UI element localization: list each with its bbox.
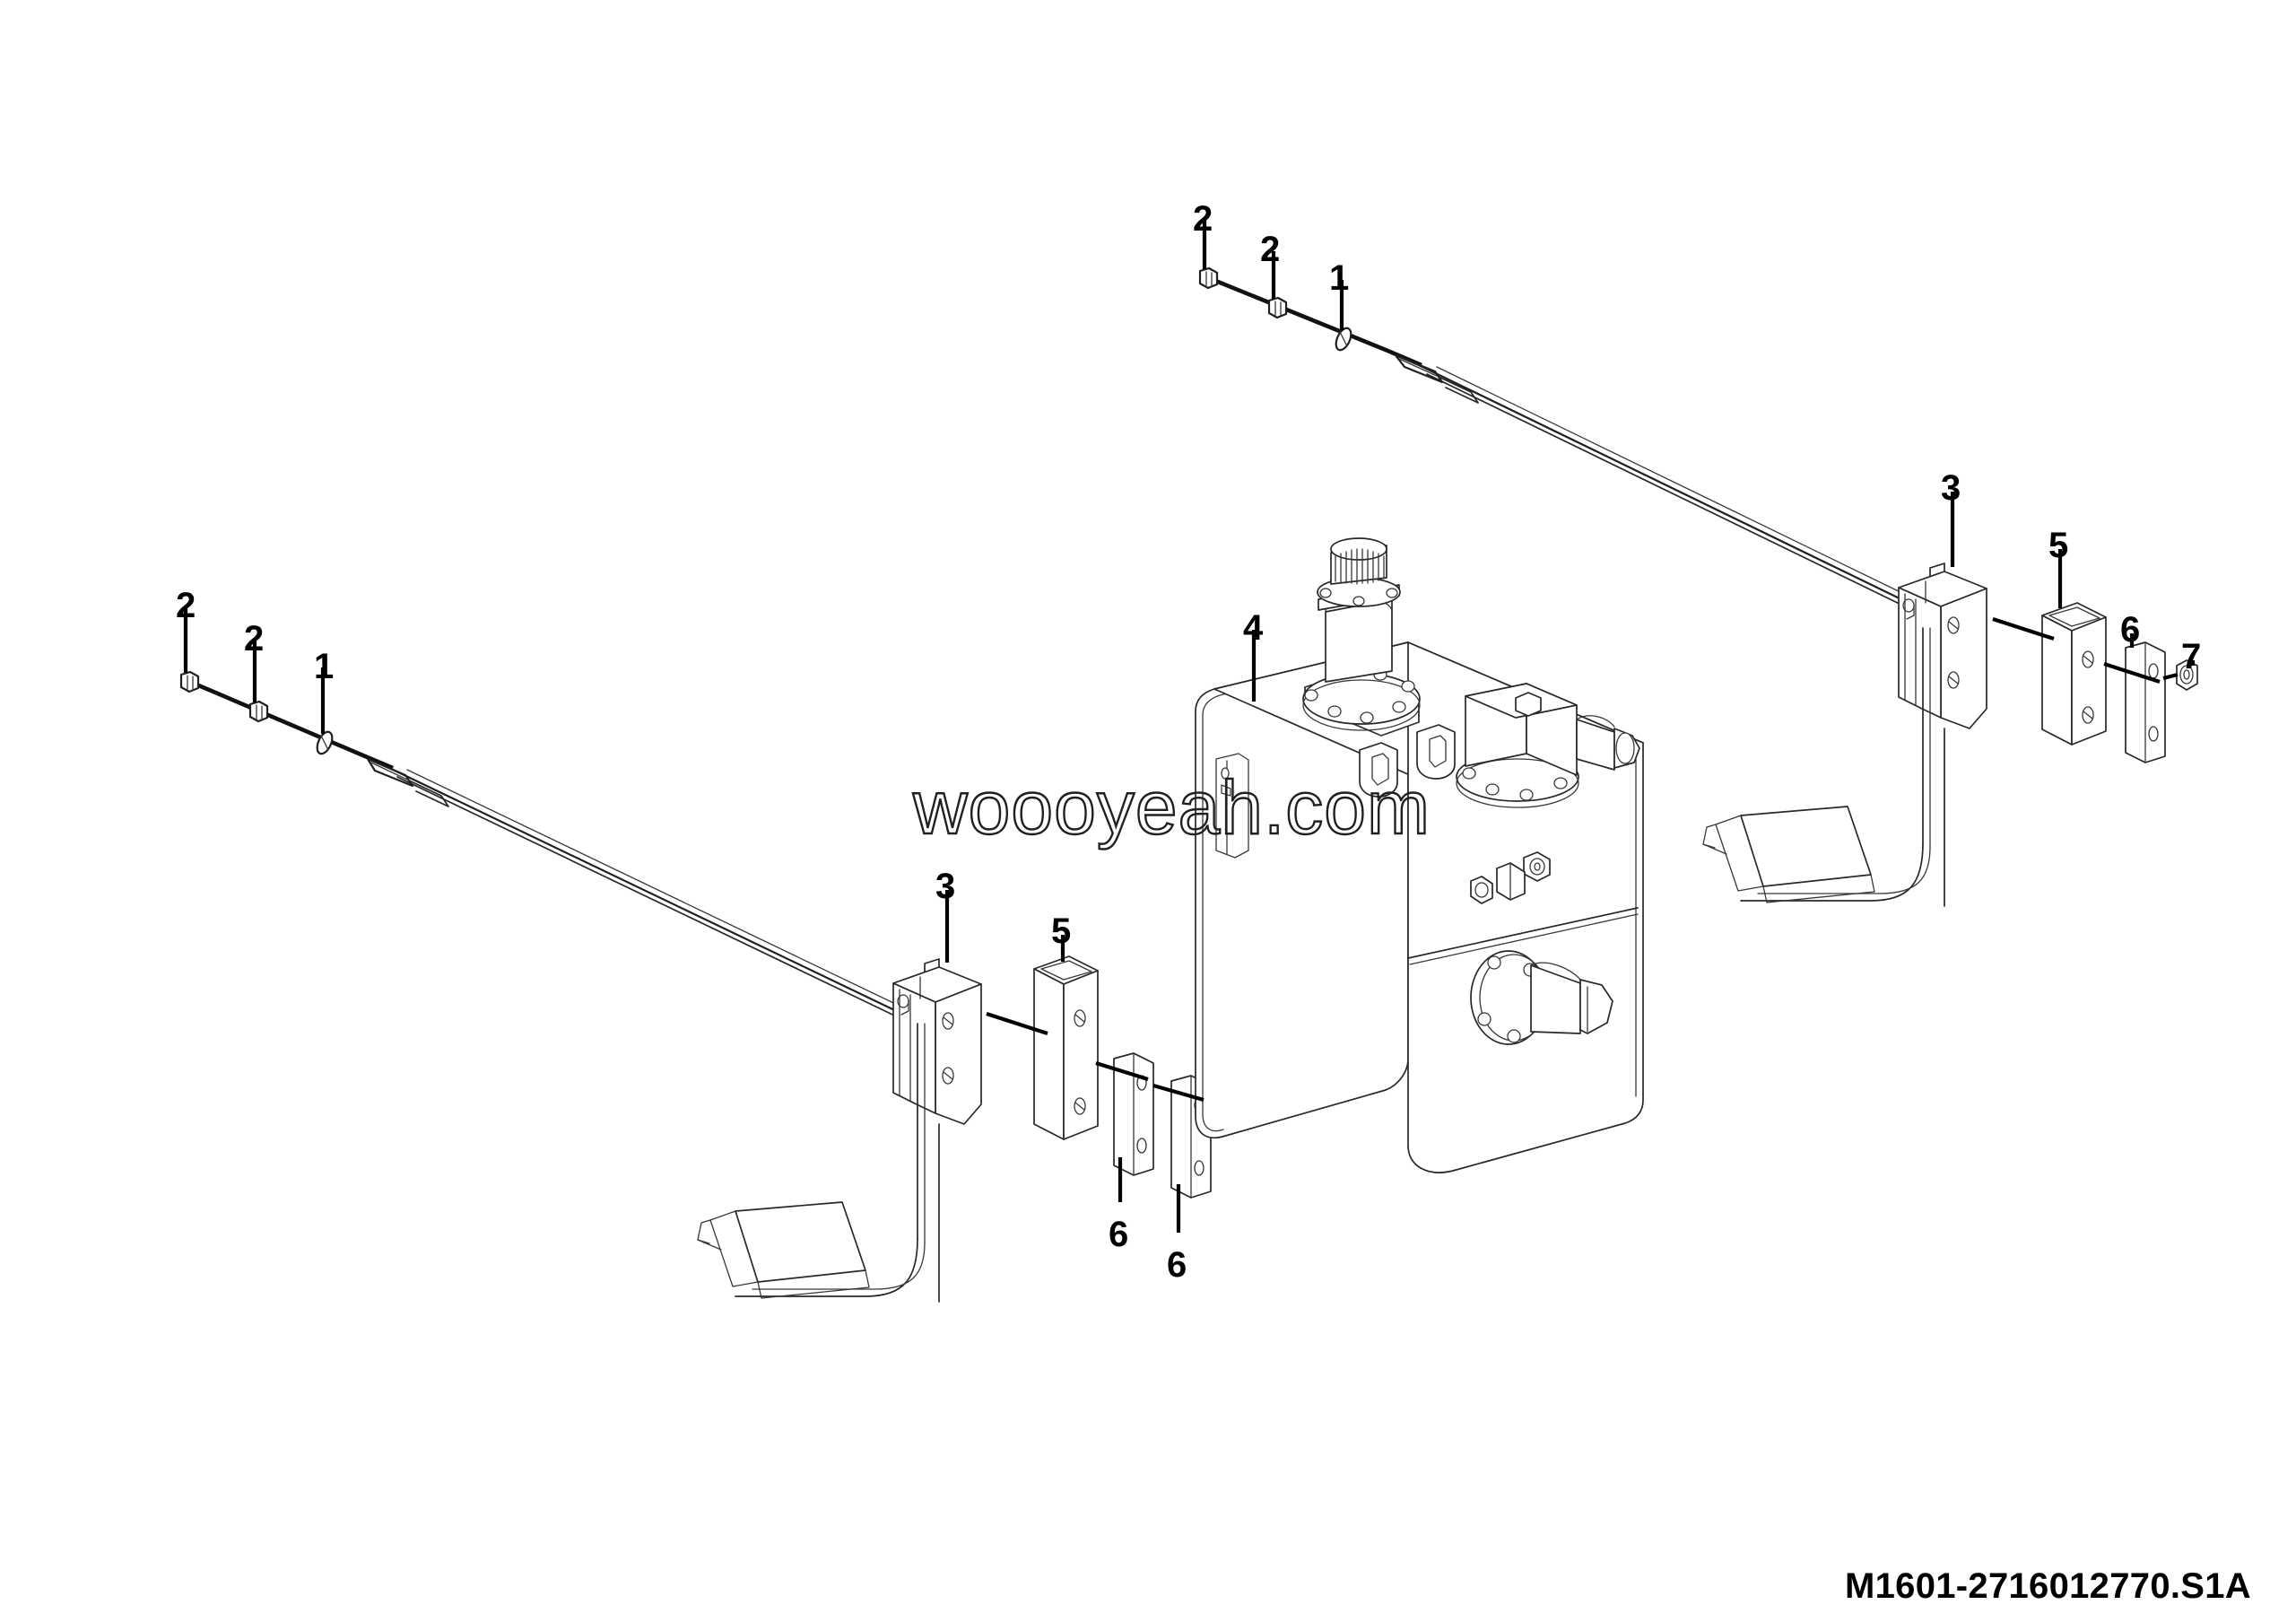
leader-low-3-to-5 <box>986 1012 1048 1035</box>
leader-low-6a-to-6b <box>1152 1083 1205 1103</box>
spacer-tube-upper <box>2041 602 2107 746</box>
valve-block <box>1456 683 1640 808</box>
hex-nut-left-inner <box>248 700 269 723</box>
leader-up-6-to-7 <box>2162 672 2179 681</box>
tank-outlet-flange <box>1470 950 1613 1045</box>
callout-right-2b: 2 <box>1260 230 1281 269</box>
strap-band-lower <box>697 1023 926 1299</box>
callout-up-3: 3 <box>1941 468 1961 508</box>
callout-low-6a: 6 <box>1109 1215 1129 1254</box>
tie-rod-left <box>366 757 910 1024</box>
leader-up-3-to-5 <box>1992 617 2055 641</box>
hydraulic-tank <box>1195 537 1644 1173</box>
lower-tie-rod-assembly <box>179 670 1212 1303</box>
hex-nut-right-inner <box>1267 296 1288 319</box>
callout-left-2a: 2 <box>176 586 196 625</box>
callout-up-6: 6 <box>2120 610 2141 650</box>
callout-up-5: 5 <box>2048 526 2069 565</box>
leader-low-5-to-6 <box>1095 1060 1149 1082</box>
sight-gauge-plate <box>1215 753 1249 859</box>
hex-nut-left-outer <box>179 670 200 693</box>
callout-right-2a: 2 <box>1193 199 1213 239</box>
tie-rod-right <box>1394 353 1908 608</box>
filler-cap <box>1302 537 1421 737</box>
callout-low-5: 5 <box>1051 911 1072 951</box>
lift-lug-front <box>1359 742 1398 798</box>
callout-up-7: 7 <box>2181 637 2202 676</box>
strap-upper <box>2125 641 2166 763</box>
tank-fittings <box>1470 851 1551 904</box>
leader-up-5-to-6 <box>2103 662 2161 684</box>
spacer-tube-lower <box>1033 955 1099 1140</box>
callout-low-3: 3 <box>935 867 956 906</box>
bracket-lower <box>892 958 982 1303</box>
hex-nut-upper <box>2176 659 2198 691</box>
strap-band-upper <box>1702 627 1931 903</box>
callout-low-6b: 6 <box>1167 1245 1187 1285</box>
callout-right-1: 1 <box>1329 258 1350 298</box>
hex-nut-right-outer <box>1198 266 1219 290</box>
bracket-upper <box>1898 562 1987 907</box>
washer-left <box>316 730 334 755</box>
leader-lines <box>183 220 2196 1233</box>
lift-lug-top <box>1416 724 1456 780</box>
upper-tie-rod-assembly <box>1198 266 2198 907</box>
callout-left-2b: 2 <box>244 619 265 658</box>
callout-left-1: 1 <box>314 647 335 686</box>
washer-right <box>1335 327 1352 352</box>
part-number-label: M1601-2716012770.S1A <box>1844 1566 2251 1606</box>
callout-tank-4: 4 <box>1243 608 1264 648</box>
